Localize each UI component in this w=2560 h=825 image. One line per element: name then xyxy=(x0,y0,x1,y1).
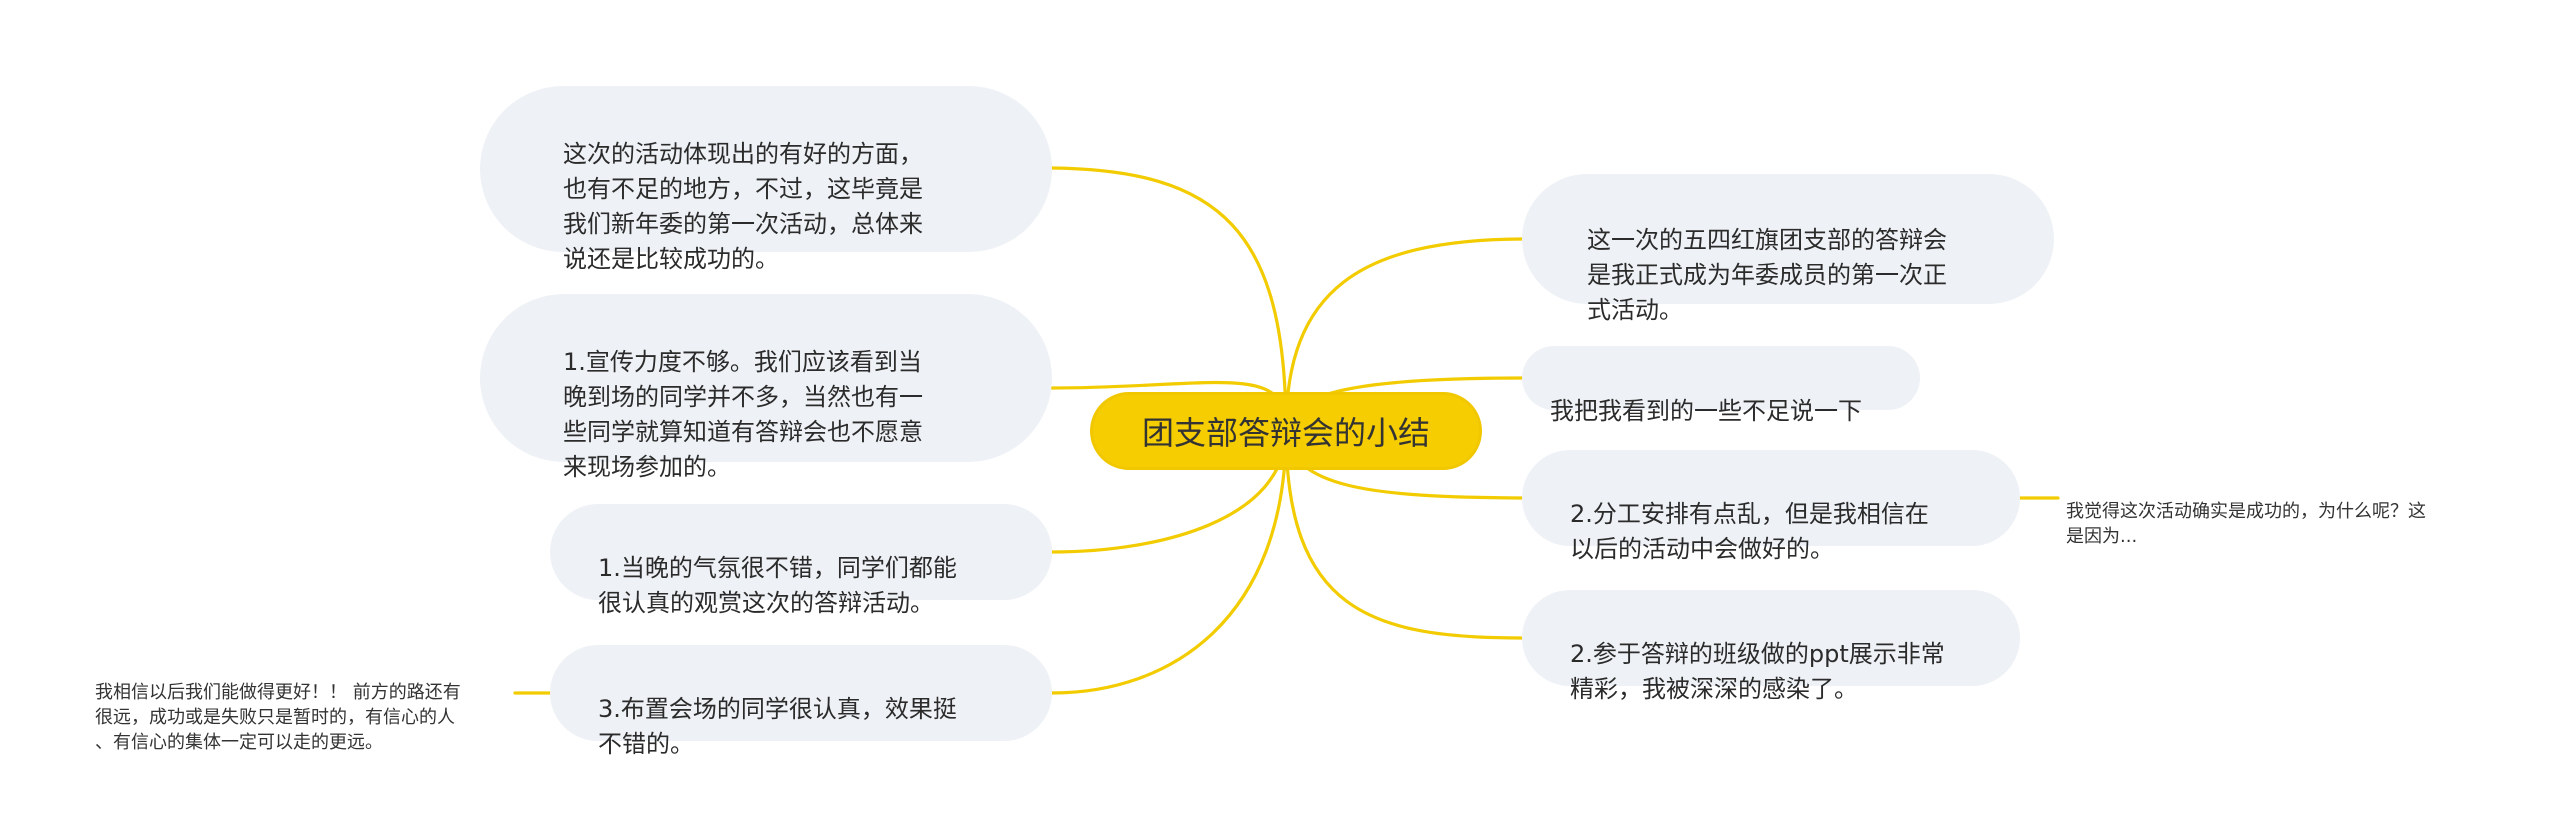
right-leaf-note[interactable]: 我觉得这次活动确实是成功的，为什么呢？这 是因为... xyxy=(2066,474,2486,549)
root-node-label: 团支部答辩会的小结 xyxy=(1141,414,1430,452)
right-branch-node-3[interactable]: 2.分工安排有点乱，但是我相信在 以后的活动中会做好的。 xyxy=(1522,450,2020,563)
right-branch-text-1: 这一次的五四红旗团支部的答辩会 是我正式成为年委成员的第一次正 式活动。 xyxy=(1587,226,1947,324)
right-branch-text-3: 2.分工安排有点乱，但是我相信在 以后的活动中会做好的。 xyxy=(1570,500,1929,563)
left-branch-text-1: 这次的活动体现出的有好的方面， 也有不足的地方，不过，这毕竟是 我们新年委的第一… xyxy=(563,140,923,273)
left-branch-node-1[interactable]: 这次的活动体现出的有好的方面， 也有不足的地方，不过，这毕竟是 我们新年委的第一… xyxy=(480,86,1052,273)
left-branch-text-2: 1.宣传力度不够。我们应该看到当 晚到场的同学并不多，当然也有一 些同学就算知道… xyxy=(563,348,923,481)
left-leaf-note-text: 我相信以后我们能做得更好！！ 前方的路还有 很远，成功或是失败只是暂时的，有信心… xyxy=(95,682,461,753)
right-branch-node-4[interactable]: 2.参于答辩的班级做的ppt展示非常 精彩，我被深深的感染了。 xyxy=(1522,590,2020,703)
right-branch-node-2[interactable]: 我把我看到的一些不足说一下 xyxy=(1522,346,1920,425)
left-branch-text-4: 3.布置会场的同学很认真，效果挺 不错的。 xyxy=(598,695,957,758)
root-node[interactable]: 团支部答辩会的小结 xyxy=(1090,392,1482,470)
right-leaf-note-text: 我觉得这次活动确实是成功的，为什么呢？这 是因为... xyxy=(2066,501,2426,547)
left-branch-text-3: 1.当晚的气氛很不错，同学们都能 很认真的观赏这次的答辩活动。 xyxy=(598,554,957,617)
right-branch-node-1[interactable]: 这一次的五四红旗团支部的答辩会 是我正式成为年委成员的第一次正 式活动。 xyxy=(1522,174,2054,324)
left-branch-node-4[interactable]: 3.布置会场的同学很认真，效果挺 不错的。 xyxy=(550,645,1052,758)
left-branch-node-2[interactable]: 1.宣传力度不够。我们应该看到当 晚到场的同学并不多，当然也有一 些同学就算知道… xyxy=(480,294,1052,481)
right-branch-text-4: 2.参于答辩的班级做的ppt展示非常 精彩，我被深深的感染了。 xyxy=(1570,640,1945,703)
connector-left-1 xyxy=(1050,166,1288,432)
left-branch-node-3[interactable]: 1.当晚的气氛很不错，同学们都能 很认真的观赏这次的答辩活动。 xyxy=(550,504,1052,617)
right-branch-text-2: 我把我看到的一些不足说一下 xyxy=(1550,397,1862,425)
left-leaf-note[interactable]: 我相信以后我们能做得更好！！ 前方的路还有 很远，成功或是失败只是暂时的，有信心… xyxy=(95,655,515,755)
